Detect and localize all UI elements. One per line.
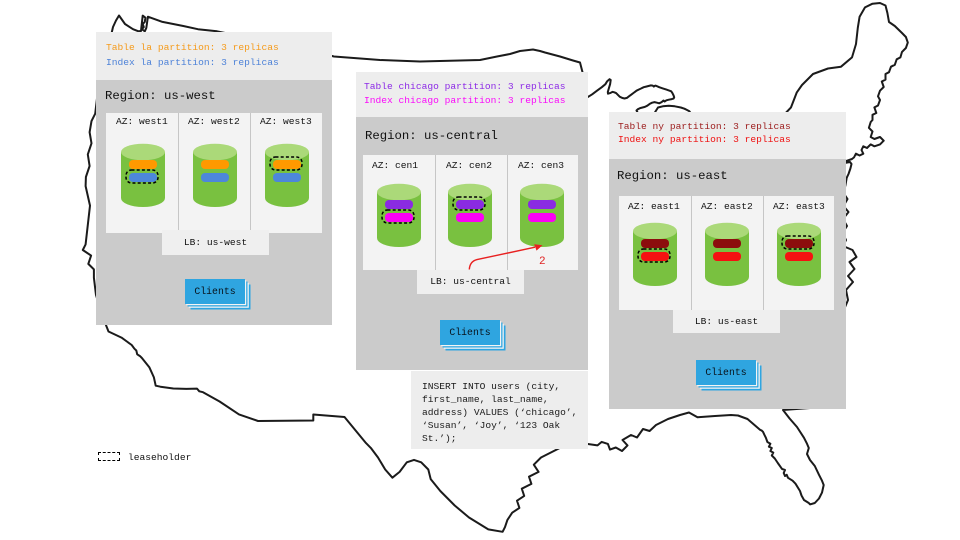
svg-text:2: 2 (539, 256, 546, 268)
